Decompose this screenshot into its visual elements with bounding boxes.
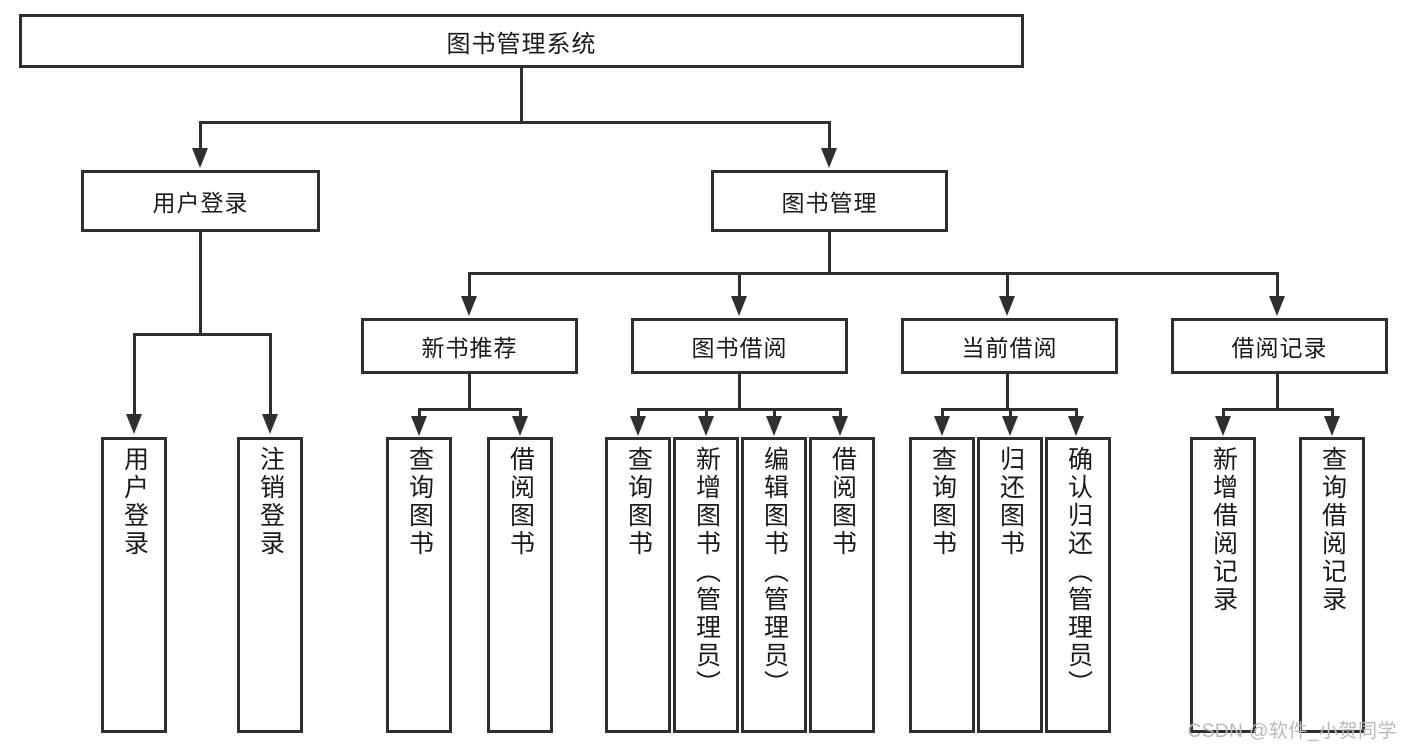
leaf-label: 归还图书: [996, 446, 1025, 558]
leaf-cb-query-book[interactable]: 查询图书: [909, 437, 975, 733]
connector-drop-nb-query: [418, 408, 421, 418]
arrow-to-bb-edit-book: [766, 416, 782, 436]
connector-drop-user-login: [199, 121, 202, 149]
leaf-cb-confirm-return[interactable]: 确认归还（管理员）: [1045, 437, 1111, 733]
connector-book-borrow-stem: [738, 374, 741, 410]
node-borrow-record[interactable]: 借阅记录: [1171, 318, 1388, 374]
connector-drop-br-query: [1331, 408, 1334, 418]
connector-drop-cb-confirm: [1075, 408, 1078, 418]
arrow-to-nb-query-book: [411, 416, 427, 436]
connector-root-stem: [520, 68, 523, 123]
connector-drop-br-add: [1222, 408, 1225, 418]
leaf-label: 查询借阅记录: [1318, 446, 1347, 614]
leaf-logout[interactable]: 注销登录: [237, 437, 303, 733]
leaf-label: 查询图书: [405, 446, 434, 558]
leaf-label: 借阅图书: [828, 446, 857, 558]
connector-drop-nb-borrow: [519, 408, 522, 418]
connector-user-login-bus: [133, 333, 272, 336]
leaf-label: 新增借阅记录: [1209, 446, 1238, 614]
node-new-book-recommend[interactable]: 新书推荐: [361, 318, 578, 374]
arrow-to-bb-query-book: [630, 416, 646, 436]
connector-drop-leaf-user-login: [133, 333, 136, 415]
leaf-label: 查询图书: [928, 446, 957, 558]
arrow-to-leaf-logout: [262, 414, 278, 434]
connector-book-borrow-bus: [637, 408, 842, 411]
connector-drop-bb-edit: [773, 408, 776, 418]
leaf-bb-add-book[interactable]: 新增图书（管理员）: [673, 437, 739, 733]
node-label: 图书借阅: [691, 335, 788, 361]
arrow-to-leaf-user-login: [126, 414, 142, 434]
leaf-label: 确认归还（管理员）: [1064, 446, 1093, 698]
leaf-user-login[interactable]: 用户登录: [101, 437, 167, 733]
leaf-br-add-record[interactable]: 新增借阅记录: [1190, 437, 1256, 733]
arrow-to-cb-confirm-return: [1068, 416, 1084, 436]
arrow-to-new-book-recommend: [461, 296, 477, 316]
connector-drop-new-book: [468, 272, 471, 298]
connector-new-book-stem: [468, 374, 471, 410]
leaf-bb-borrow-book[interactable]: 借阅图书: [809, 437, 875, 733]
connector-drop-book-borrow: [738, 272, 741, 298]
arrow-to-cb-return-book: [1002, 416, 1018, 436]
node-label: 当前借阅: [961, 335, 1058, 361]
connector-drop-bb-query: [637, 408, 640, 418]
connector-drop-cb-return: [1009, 408, 1012, 418]
leaf-nb-query-book[interactable]: 查询图书: [386, 437, 452, 733]
arrow-to-bb-borrow-book: [832, 416, 848, 436]
node-current-borrow[interactable]: 当前借阅: [901, 318, 1118, 374]
connector-user-login-stem: [199, 232, 202, 335]
leaf-bb-edit-book[interactable]: 编辑图书（管理员）: [741, 437, 807, 733]
connector-drop-bb-add: [705, 408, 708, 418]
connector-borrow-record-stem: [1276, 374, 1279, 410]
connector-drop-current-borrow: [1006, 272, 1009, 298]
arrow-to-book-borrow: [731, 296, 747, 316]
arrow-to-user-login: [192, 148, 208, 168]
connector-book-management-stem: [828, 232, 831, 274]
leaf-bb-query-book[interactable]: 查询图书: [605, 437, 671, 733]
connector-drop-cb-query: [941, 408, 944, 418]
arrow-to-book-management: [821, 148, 837, 168]
node-label: 借阅记录: [1231, 335, 1328, 361]
connector-level2-bus: [199, 121, 831, 124]
node-book-borrow[interactable]: 图书借阅: [631, 318, 848, 374]
arrow-to-br-query-record: [1324, 416, 1340, 436]
leaf-cb-return-book[interactable]: 归还图书: [977, 437, 1043, 733]
node-label: 用户登录: [152, 190, 249, 216]
leaf-nb-borrow-book[interactable]: 借阅图书: [487, 437, 553, 733]
connector-drop-bb-borrow: [839, 408, 842, 418]
leaf-label: 用户登录: [120, 446, 149, 558]
leaf-label: 新增图书（管理员）: [692, 446, 721, 698]
connector-borrow-record-bus: [1222, 408, 1334, 411]
leaf-br-query-record[interactable]: 查询借阅记录: [1299, 437, 1365, 733]
node-label: 图书管理系统: [446, 30, 597, 58]
connector-new-book-bus: [418, 408, 522, 411]
leaf-label: 借阅图书: [506, 446, 535, 558]
leaf-label: 查询图书: [624, 446, 653, 558]
arrow-to-nb-borrow-book: [512, 416, 528, 436]
connector-drop-book-management: [828, 121, 831, 149]
leaf-label: 注销登录: [256, 446, 285, 558]
connector-drop-borrow-record: [1276, 272, 1279, 298]
connector-drop-leaf-logout: [269, 333, 272, 415]
connector-current-borrow-stem: [1006, 374, 1009, 410]
connector-level3-bus: [468, 272, 1279, 275]
node-label: 新书推荐: [421, 335, 518, 361]
csdn-watermark: CSDN @软件_小贺同学: [1187, 721, 1397, 742]
arrow-to-current-borrow: [999, 296, 1015, 316]
node-root-book-management-system[interactable]: 图书管理系统: [19, 14, 1024, 68]
arrow-to-cb-query-book: [934, 416, 950, 436]
leaf-label: 编辑图书（管理员）: [760, 446, 789, 698]
node-label: 图书管理: [781, 190, 878, 216]
node-user-login[interactable]: 用户登录: [81, 170, 320, 232]
arrow-to-br-add-record: [1215, 416, 1231, 436]
node-book-management[interactable]: 图书管理: [711, 170, 948, 232]
arrow-to-bb-add-book: [698, 416, 714, 436]
arrow-to-borrow-record: [1269, 296, 1285, 316]
